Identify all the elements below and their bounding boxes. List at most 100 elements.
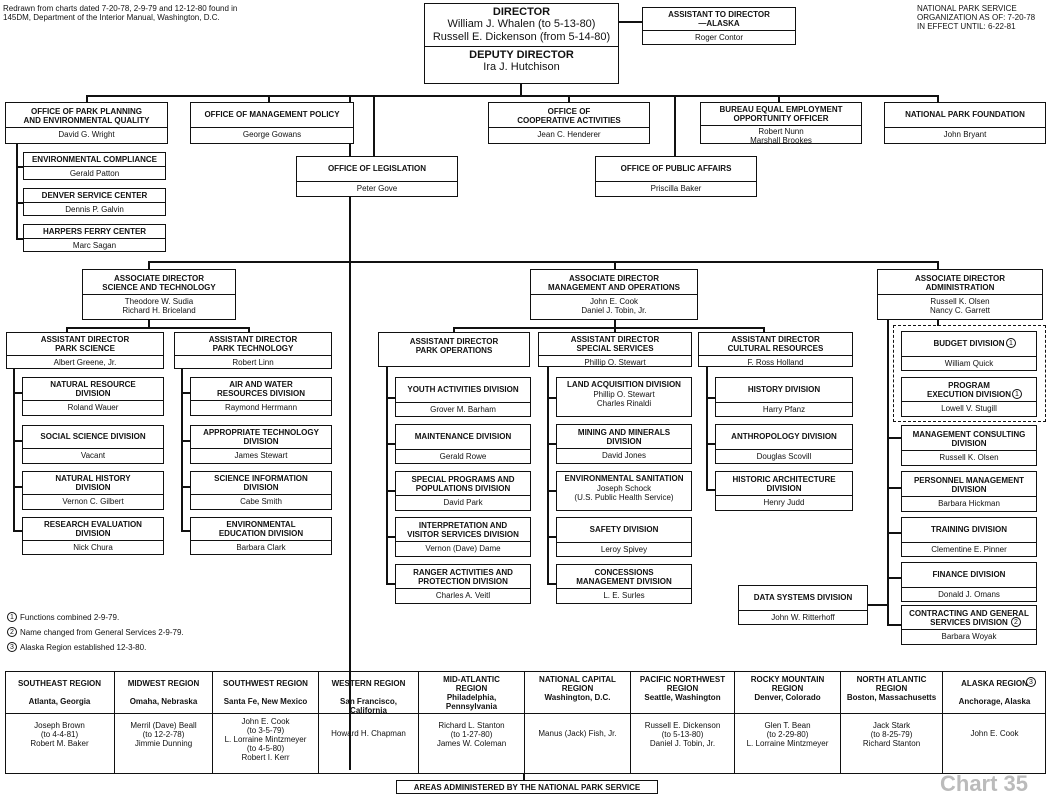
div-program-exec-title: PROGRAM EXECUTION DIVISION xyxy=(902,378,1036,402)
div-env-sanitation-names: Joseph Schock (U.S. Public Health Servic… xyxy=(574,484,674,502)
div-mgmt-consult[interactable]: MANAGEMENT CONSULTING DIVISION Russell K… xyxy=(901,425,1037,466)
div-interpretation[interactable]: INTERPRETATION AND VISITOR SERVICES DIVI… xyxy=(395,517,531,557)
asst-special[interactable]: ASSISTANT DIRECTOR SPECIAL SERVICES Phil… xyxy=(538,332,692,367)
asst-park-science-names: Albert Greene, Jr. xyxy=(53,358,117,367)
div-youth[interactable]: YOUTH ACTIVITIES DIVISION Grover M. Barh… xyxy=(395,377,531,417)
env-compliance-title: ENVIRONMENTAL COMPLIANCE xyxy=(24,153,165,167)
env-compliance-names: Gerald Patton xyxy=(69,169,120,178)
footnote-num-3: 3 xyxy=(7,642,17,652)
asst-cultural-names: F. Ross Holland xyxy=(747,358,804,367)
region-director: Joseph Brown (to 4-4-81) Robert M. Baker xyxy=(30,721,89,748)
div-ranger[interactable]: RANGER ACTIVITIES AND PROTECTION DIVISIO… xyxy=(395,564,531,604)
office-foundation[interactable]: NATIONAL PARK FOUNDATION John Bryant xyxy=(884,102,1046,144)
assoc-science-names: Theodore W. Sudia Richard H. Briceland xyxy=(122,297,196,315)
div-land-acq-names: Phillip O. Stewart Charles Rinaldi xyxy=(593,390,655,408)
region-mid-atlantic[interactable]: MID-ATLANTIC REGION Philadelphia, Pennsy… xyxy=(419,671,525,774)
div-land-acq-title: LAND ACQUISITION DIVISION xyxy=(567,380,681,389)
div-history[interactable]: HISTORY DIVISION Harry Pfanz xyxy=(715,377,853,417)
div-mgmt-consult-title: MANAGEMENT CONSULTING DIVISION xyxy=(902,426,1036,451)
office-park-planning-title: OFFICE OF PARK PLANNING AND ENVIRONMENTA… xyxy=(6,103,167,128)
areas-administered-box[interactable]: AREAS ADMINISTERED BY THE NATIONAL PARK … xyxy=(396,780,658,794)
region-midwest[interactable]: MIDWEST REGION Omaha, Nebraska Merril (D… xyxy=(115,671,213,774)
div-maintenance[interactable]: MAINTENANCE DIVISION Gerald Rowe xyxy=(395,424,531,464)
div-anthropology[interactable]: ANTHROPOLOGY DIVISION Douglas Scovill xyxy=(715,424,853,464)
office-equal-emp[interactable]: BUREAU EQUAL EMPLOYMENT OPPORTUNITY OFFI… xyxy=(700,102,862,144)
region-rocky-mountain[interactable]: ROCKY MOUNTAIN REGION Denver, Colorado G… xyxy=(735,671,841,774)
office-public-affairs-title: OFFICE OF PUBLIC AFFAIRS xyxy=(596,157,756,182)
div-special-programs[interactable]: SPECIAL PROGRAMS AND POPULATIONS DIVISIO… xyxy=(395,471,531,511)
div-social-sci[interactable]: SOCIAL SCIENCE DIVISION Vacant xyxy=(22,425,164,464)
assoc-science[interactable]: ASSOCIATE DIRECTOR SCIENCE AND TECHNOLOG… xyxy=(82,269,236,320)
asst-alaska-title: ASSISTANT TO DIRECTOR —ALASKA xyxy=(643,8,795,31)
footnote-num-2: 2 xyxy=(7,627,17,637)
office-foundation-title: NATIONAL PARK FOUNDATION xyxy=(885,103,1045,128)
office-public-affairs[interactable]: OFFICE OF PUBLIC AFFAIRS Priscilla Baker xyxy=(595,156,757,197)
div-concessions[interactable]: CONCESSIONS MANAGEMENT DIVISION L. E. Su… xyxy=(556,564,692,604)
div-sci-info[interactable]: SCIENCE INFORMATION DIVISION Cabe Smith xyxy=(190,471,332,510)
div-mining-title: MINING AND MINERALS DIVISION xyxy=(557,425,691,449)
div-nat-resource[interactable]: NATURAL RESOURCE DIVISION Roland Wauer xyxy=(22,377,164,416)
harpers-title: HARPERS FERRY CENTER xyxy=(24,225,165,239)
office-legislation[interactable]: OFFICE OF LEGISLATION Peter Gove xyxy=(296,156,458,197)
assoc-admin-names: Russell K. Olsen Nancy C. Garrett xyxy=(929,297,990,315)
region-alaska[interactable]: ALASKA REGION Anchorage, Alaska John E. … xyxy=(943,671,1046,774)
div-personnel[interactable]: PERSONNEL MANAGEMENT DIVISION Barbara Hi… xyxy=(901,471,1037,512)
office-cooperative[interactable]: OFFICE OF COOPERATIVE ACTIVITIES Jean C.… xyxy=(488,102,650,144)
div-hist-arch[interactable]: HISTORIC ARCHITECTURE DIVISION Henry Jud… xyxy=(715,471,853,511)
div-nat-history[interactable]: NATURAL HISTORY DIVISION Vernon C. Gilbe… xyxy=(22,471,164,510)
div-air-water[interactable]: AIR AND WATER RESOURCES DIVISION Raymond… xyxy=(190,377,332,416)
asst-alaska-box[interactable]: ASSISTANT TO DIRECTOR —ALASKA Roger Cont… xyxy=(642,7,796,45)
region-name: SOUTHWEST REGION Santa Fe, New Mexico xyxy=(223,679,308,706)
office-park-planning[interactable]: OFFICE OF PARK PLANNING AND ENVIRONMENTA… xyxy=(5,102,168,144)
harpers-box[interactable]: HARPERS FERRY CENTER Marc Sagan xyxy=(23,224,166,252)
denver-box[interactable]: DENVER SERVICE CENTER Dennis P. Galvin xyxy=(23,188,166,216)
div-data-systems-title: DATA SYSTEMS DIVISION xyxy=(739,586,867,611)
asst-cultural[interactable]: ASSISTANT DIRECTOR CULTURAL RESOURCES F.… xyxy=(698,332,853,367)
div-approp-tech[interactable]: APPROPRIATE TECHNOLOGY DIVISION James St… xyxy=(190,425,332,464)
asst-special-names: Phillip O. Stewart xyxy=(584,358,646,367)
div-nat-resource-names: Roland Wauer xyxy=(67,403,119,412)
assoc-operations[interactable]: ASSOCIATE DIRECTOR MANAGEMENT AND OPERAT… xyxy=(530,269,698,320)
office-mgmt-policy[interactable]: OFFICE OF MANAGEMENT POLICY George Gowan… xyxy=(190,102,354,144)
div-data-systems-names: John W. Ritterhoff xyxy=(771,613,835,622)
office-mgmt-policy-names: George Gowans xyxy=(242,130,302,139)
div-env-sanitation[interactable]: ENVIRONMENTAL SANITATION Joseph Schock (… xyxy=(556,471,692,511)
region-western[interactable]: WESTERN REGION San Francisco, California… xyxy=(319,671,419,774)
region-north-atlantic[interactable]: NORTH ATLANTIC REGION Boston, Massachuse… xyxy=(841,671,943,774)
region-national-capital[interactable]: NATIONAL CAPITAL REGION Washington, D.C.… xyxy=(525,671,631,774)
div-budget[interactable]: BUDGET DIVISION William Quick xyxy=(901,331,1037,371)
region-director: John E. Cook xyxy=(970,729,1019,738)
div-safety[interactable]: SAFETY DIVISION Leroy Spivey xyxy=(556,517,692,557)
asst-park-tech[interactable]: ASSISTANT DIRECTOR PARK TECHNOLOGY Rober… xyxy=(174,332,332,369)
region-southeast[interactable]: SOUTHEAST REGION Atlanta, Georgia Joseph… xyxy=(5,671,115,774)
region-director: Glen T. Bean (to 2-29-80) L. Lorraine Mi… xyxy=(746,721,829,748)
env-compliance-box[interactable]: ENVIRONMENTAL COMPLIANCE Gerald Patton xyxy=(23,152,166,180)
assoc-operations-title: ASSOCIATE DIRECTOR MANAGEMENT AND OPERAT… xyxy=(531,270,697,295)
div-finance[interactable]: FINANCE DIVISION Donald J. Omans xyxy=(901,562,1037,602)
div-social-sci-title: SOCIAL SCIENCE DIVISION xyxy=(23,426,163,449)
director-box[interactable]: DIRECTOR William J. Whalen (to 5-13-80) … xyxy=(424,3,619,84)
div-history-title: HISTORY DIVISION xyxy=(716,378,852,403)
div-mining[interactable]: MINING AND MINERALS DIVISION David Jones xyxy=(556,424,692,464)
region-name: ALASKA REGION Anchorage, Alaska xyxy=(958,679,1031,706)
region-pacific-northwest[interactable]: PACIFIC NORTHWEST REGION Seattle, Washin… xyxy=(631,671,735,774)
asst-park-tech-names: Robert Linn xyxy=(232,358,274,367)
asst-park-tech-title: ASSISTANT DIRECTOR PARK TECHNOLOGY xyxy=(175,333,331,356)
div-land-acq[interactable]: LAND ACQUISITION DIVISION Phillip O. Ste… xyxy=(556,377,692,417)
asst-cultural-title: ASSISTANT DIRECTOR CULTURAL RESOURCES xyxy=(699,333,852,356)
div-interpretation-names: Vernon (Dave) Dame xyxy=(425,544,501,553)
office-cooperative-names: Jean C. Henderer xyxy=(537,130,601,139)
div-special-programs-names: David Park xyxy=(443,498,483,507)
footnote-text-3: Alaska Region established 12-3-80. xyxy=(20,643,147,652)
div-research-eval[interactable]: RESEARCH EVALUATION DIVISION Nick Chura xyxy=(22,517,164,555)
assoc-admin[interactable]: ASSOCIATE DIRECTOR ADMINISTRATION Russel… xyxy=(877,269,1043,320)
region-name: SOUTHEAST REGION Atlanta, Georgia xyxy=(17,679,102,706)
region-southwest[interactable]: SOUTHWEST REGION Santa Fe, New Mexico Jo… xyxy=(213,671,319,774)
div-air-water-names: Raymond Herrmann xyxy=(224,403,298,412)
div-data-systems[interactable]: DATA SYSTEMS DIVISION John W. Ritterhoff xyxy=(738,585,868,625)
div-mining-names: David Jones xyxy=(601,451,647,460)
div-training[interactable]: TRAINING DIVISION Clementine E. Pinner xyxy=(901,517,1037,557)
asst-park-ops[interactable]: ASSISTANT DIRECTOR PARK OPERATIONS xyxy=(378,332,530,367)
div-env-edu[interactable]: ENVIRONMENTAL EDUCATION DIVISION Barbara… xyxy=(190,517,332,555)
asst-park-science[interactable]: ASSISTANT DIRECTOR PARK SCIENCE Albert G… xyxy=(6,332,164,369)
